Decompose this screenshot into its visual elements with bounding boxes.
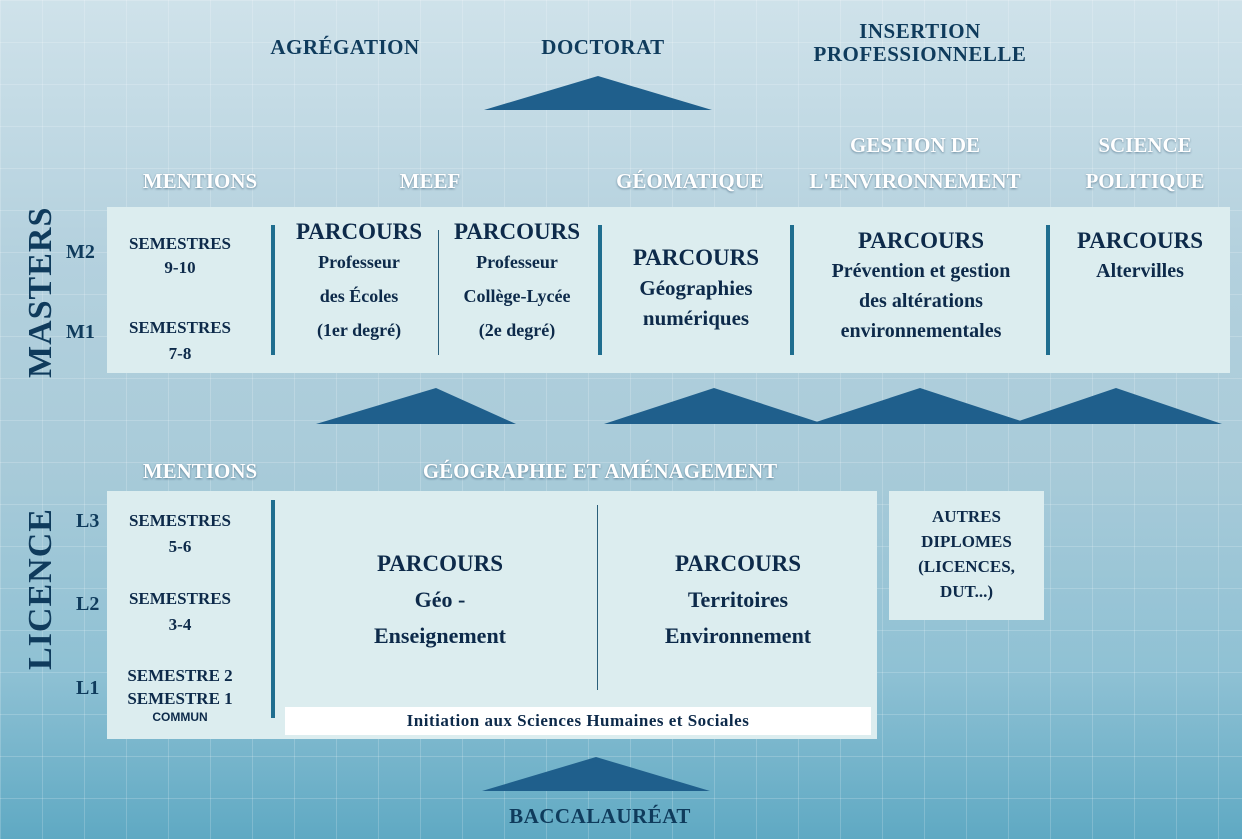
- masters-divider-1: [271, 225, 275, 355]
- parcours-line: Enseignement: [374, 623, 506, 648]
- initiation-bar: Initiation aux Sciences Humaines et Soci…: [285, 707, 871, 735]
- semestres-9-10: SEMESTRES 9-10: [110, 232, 250, 280]
- parcours-line: Géo -: [414, 587, 466, 612]
- semestres-7-8-line2: 7-8: [168, 344, 192, 363]
- insertion-line1: INSERTION: [859, 19, 981, 43]
- parcours-line: Professeur: [318, 252, 400, 272]
- mention-gestion-line1: GESTION DE: [849, 133, 981, 157]
- semestres-5-6-line2: 5-6: [168, 537, 192, 556]
- masters-side-label: MASTERS: [22, 206, 59, 378]
- level-l3: L3: [76, 510, 100, 532]
- autres-line: DUT...): [939, 582, 994, 601]
- semestres-3-4: SEMESTRES 3-4: [110, 586, 250, 638]
- insertion-label: INSERTION PROFESSIONNELLE: [790, 20, 1050, 66]
- autres-line: (LICENCES,: [918, 557, 1015, 576]
- parcours-line: Altervilles: [1096, 260, 1184, 282]
- masters-panel: [107, 207, 1230, 373]
- parcours-line: des altérations: [859, 290, 983, 312]
- parcours-title: PARCOURS: [376, 551, 504, 576]
- arrow-triangle-gestion: [810, 388, 1030, 424]
- parcours-prevention-gestion: PARCOURS Prévention et gestion des altér…: [798, 226, 1044, 346]
- masters-divider-4: [1046, 225, 1050, 355]
- semestre-2: SEMESTRE 2: [127, 666, 233, 685]
- mention-gestion: GESTION DE L'ENVIRONNEMENT: [790, 134, 1040, 193]
- parcours-line: environnementales: [840, 320, 1002, 342]
- parcours-geographies-numeriques: PARCOURS Géographies numériques: [606, 243, 786, 333]
- semestres-3-4-line1: SEMESTRES: [128, 589, 232, 608]
- semestre-1: SEMESTRE 1: [127, 689, 233, 708]
- semestres-1-2: SEMESTRE 2 SEMESTRE 1 COMMUN: [110, 664, 250, 724]
- masters-divider-meef: [438, 230, 439, 355]
- arrow-triangle-top: [484, 76, 712, 110]
- masters-divider-3: [790, 225, 794, 355]
- parcours-title: PARCOURS: [295, 219, 423, 244]
- autres-diplomes-text: AUTRES DIPLOMES (LICENCES, DUT...): [889, 504, 1044, 604]
- parcours-line: Territoires: [687, 587, 789, 612]
- commun-label: COMMUN: [152, 710, 208, 724]
- parcours-line: numériques: [642, 306, 750, 330]
- mention-science-line2: POLITIQUE: [1085, 169, 1205, 193]
- level-m2: M2: [66, 241, 95, 263]
- level-l1: L1: [76, 677, 100, 699]
- mention-geomatique: GÉOMATIQUE: [616, 169, 764, 193]
- parcours-professeur-ecoles: PARCOURS Professeur des Écoles (1er degr…: [283, 219, 435, 347]
- parcours-title: PARCOURS: [857, 228, 985, 253]
- arrow-triangle-meef: [316, 388, 516, 424]
- parcours-geo-enseignement: PARCOURS Géo - Enseignement: [300, 546, 580, 654]
- doctorat-label: DOCTORAT: [541, 35, 665, 59]
- parcours-line: Environnement: [664, 623, 812, 648]
- licence-mentions-label: MENTIONS: [142, 459, 258, 483]
- insertion-line2: PROFESSIONNELLE: [813, 42, 1027, 66]
- parcours-altervilles: PARCOURS Altervilles: [1052, 226, 1228, 286]
- semestres-7-8-line1: SEMESTRES: [128, 318, 232, 337]
- semestres-9-10-line2: 9-10: [164, 258, 196, 277]
- semestres-5-6-line1: SEMESTRES: [128, 511, 232, 530]
- licence-panel: [107, 491, 877, 739]
- level-m1: M1: [66, 321, 95, 343]
- level-l2: L2: [76, 593, 100, 615]
- initiation-label: Initiation aux Sciences Humaines et Soci…: [406, 711, 750, 730]
- parcours-professeur-college: PARCOURS Professeur Collège-Lycée (2e de…: [441, 219, 593, 347]
- parcours-title: PARCOURS: [674, 551, 802, 576]
- semestres-3-4-line2: 3-4: [168, 615, 192, 634]
- parcours-line: Prévention et gestion: [831, 260, 1011, 282]
- arrow-triangle-bottom: [482, 757, 710, 791]
- parcours-line: (1er degré): [316, 320, 402, 340]
- mention-science-politique: SCIENCE POLITIQUE: [1060, 134, 1230, 193]
- mention-gestion-line2: L'ENVIRONNEMENT: [809, 169, 1021, 193]
- autres-diplomes-panel: [889, 491, 1044, 620]
- autres-line: AUTRES: [932, 507, 1001, 526]
- parcours-title: PARCOURS: [453, 219, 581, 244]
- parcours-line: Collège-Lycée: [463, 286, 571, 306]
- masters-mentions-label: MENTIONS: [142, 169, 258, 193]
- mention-geographie-amenagement: GÉOGRAPHIE ET AMÉNAGEMENT: [422, 459, 778, 483]
- arrow-triangle-geomatique: [604, 388, 824, 424]
- parcours-line: Géographies: [639, 276, 753, 300]
- parcours-title: PARCOURS: [1076, 228, 1204, 253]
- agregation-label: AGRÉGATION: [270, 35, 420, 59]
- arrow-triangle-science: [1010, 388, 1222, 424]
- parcours-line: (2e degré): [478, 320, 556, 340]
- parcours-line: des Écoles: [319, 286, 399, 306]
- autres-line: DIPLOMES: [921, 532, 1012, 551]
- mention-meef: MEEF: [399, 169, 461, 193]
- licence-divider-mid: [597, 505, 598, 690]
- semestres-7-8: SEMESTRES 7-8: [110, 315, 250, 367]
- semestres-9-10-line1: SEMESTRES: [128, 234, 232, 253]
- baccalaureat-label: BACCALAURÉAT: [509, 804, 691, 828]
- masters-divider-2: [598, 225, 602, 355]
- parcours-title: PARCOURS: [632, 245, 760, 270]
- mention-science-line1: SCIENCE: [1098, 133, 1192, 157]
- parcours-territoires-environnement: PARCOURS Territoires Environnement: [600, 546, 876, 654]
- semestres-5-6: SEMESTRES 5-6: [110, 508, 250, 560]
- parcours-line: Professeur: [476, 252, 558, 272]
- licence-divider-1: [271, 500, 275, 718]
- licence-side-label: LICENCE: [22, 508, 59, 670]
